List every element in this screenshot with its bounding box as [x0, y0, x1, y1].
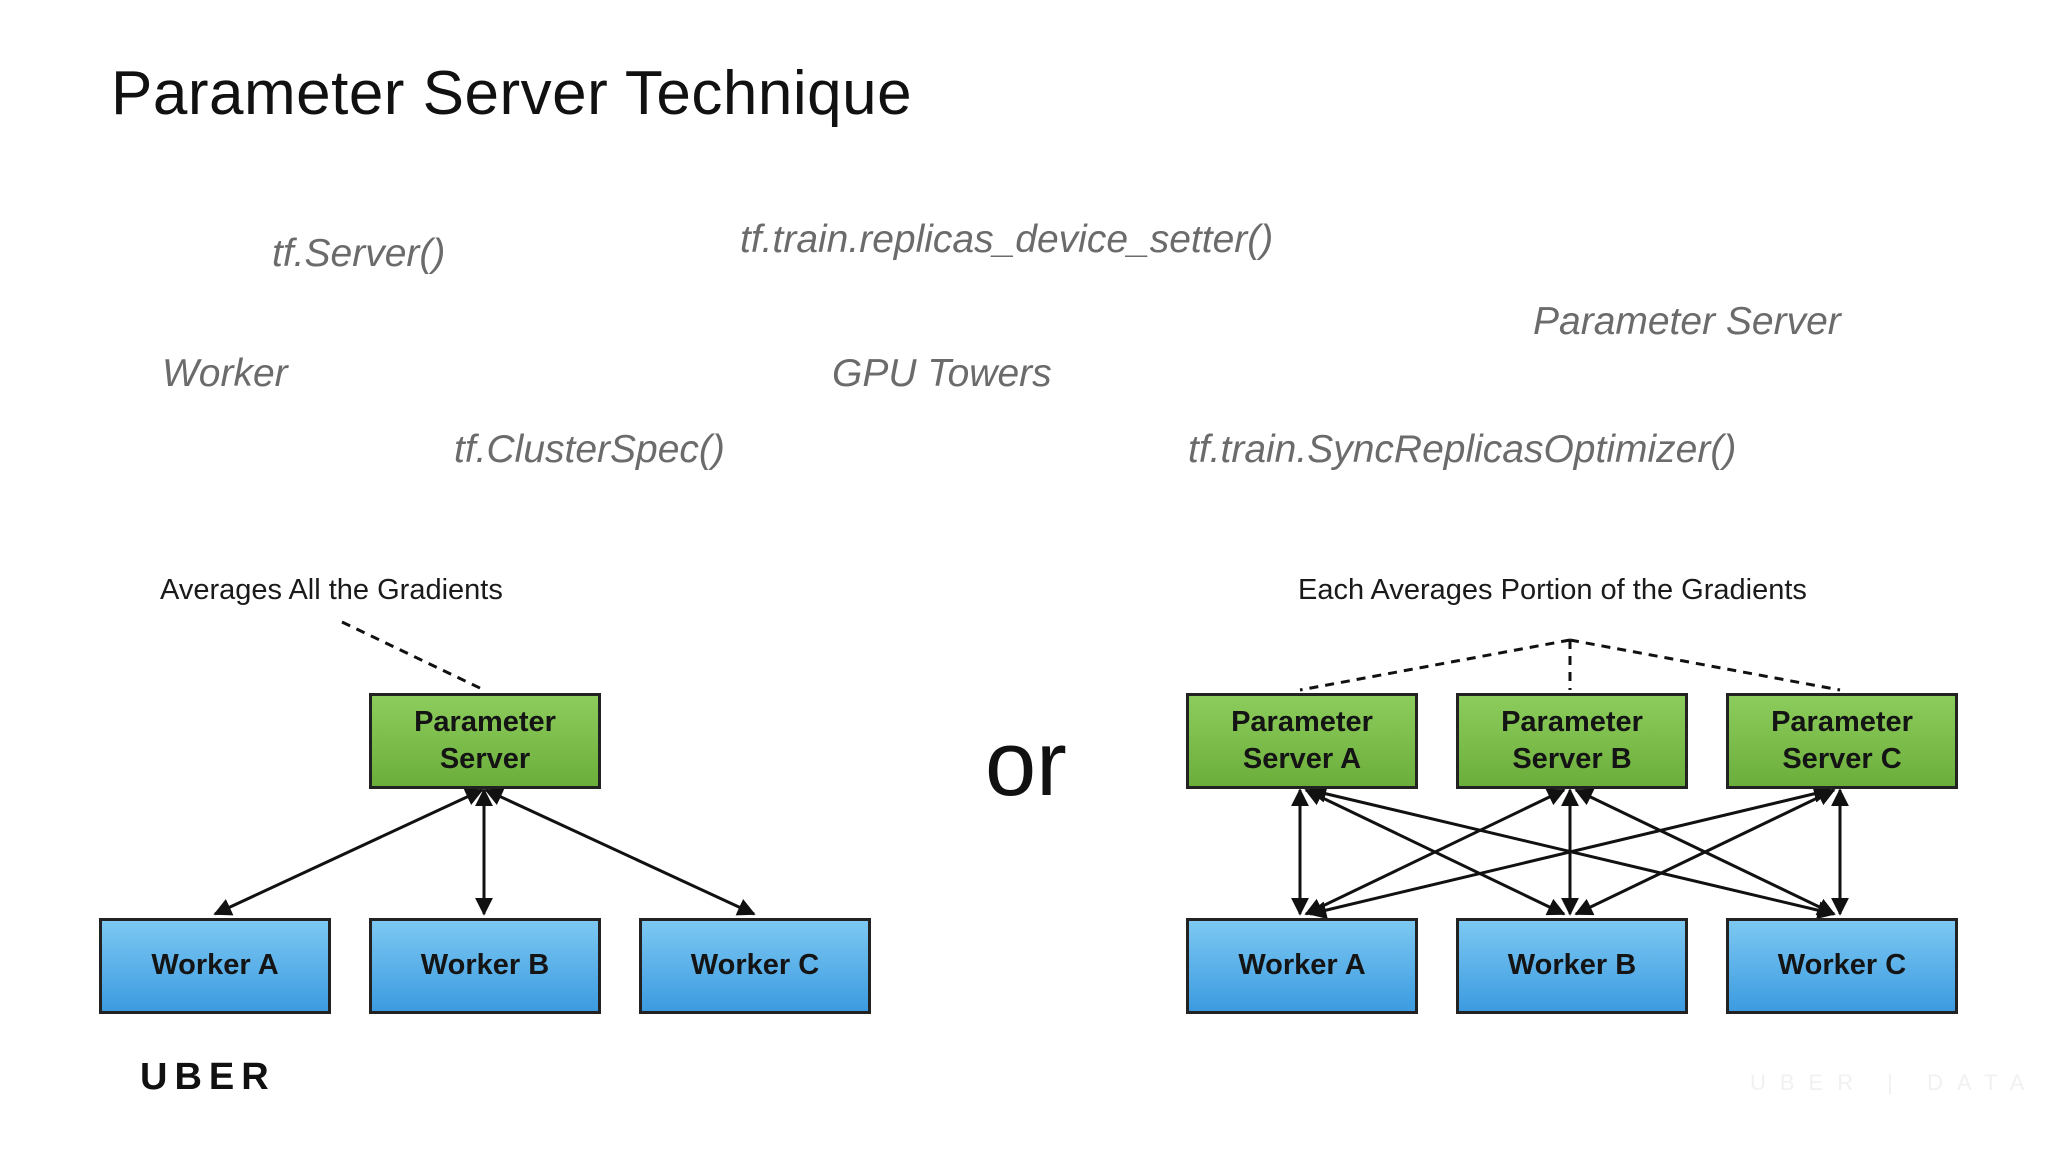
- right-arrow-sc-wb: [1574, 788, 1836, 916]
- right-worker-c-label: Worker C: [1777, 949, 1907, 982]
- uber-data-watermark: UBER | DATA: [1750, 1070, 2039, 1095]
- right-worker-c-box: Worker C: [1726, 918, 1958, 1014]
- right-parameter-server-c-box: Parameter Server C: [1726, 693, 1958, 789]
- right-worker-b-box: Worker B: [1456, 918, 1688, 1014]
- slide-title: Parameter Server Technique: [111, 59, 913, 128]
- right-parameter-server-b-box: Parameter Server B: [1456, 693, 1688, 789]
- left-worker-a-box: Worker A: [99, 918, 331, 1014]
- right-parameter-server-a-box: Parameter Server A: [1186, 693, 1418, 789]
- right-parameter-server-a-label: Parameter Server A: [1231, 705, 1373, 775]
- left-parameter-server-box: Parameter Server: [369, 693, 601, 789]
- right-caption-dashed-line-c: [1569, 638, 1841, 692]
- right-worker-b-label: Worker B: [1507, 949, 1637, 982]
- right-caption-dashed-line-a: [1299, 638, 1571, 692]
- left-worker-b-box: Worker B: [369, 918, 601, 1014]
- left-worker-b-label: Worker B: [420, 949, 550, 982]
- left-worker-c-label: Worker C: [690, 949, 820, 982]
- left-arrow-c: [484, 788, 756, 916]
- keyword-cluster-spec: tf.ClusterSpec(): [454, 428, 725, 471]
- keyword-sync-replicas-optimizer: tf.train.SyncReplicasOptimizer(): [1188, 428, 1737, 471]
- uber-logo: UBER: [140, 1056, 276, 1098]
- right-worker-a-box: Worker A: [1186, 918, 1418, 1014]
- keyword-gpu-towers: GPU Towers: [832, 352, 1052, 395]
- left-caption-dashed-line: [341, 620, 485, 692]
- keyword-tf-server: tf.Server(): [272, 232, 446, 275]
- left-worker-a-label: Worker A: [151, 949, 279, 982]
- keyword-replicas-device-setter: tf.train.replicas_device_setter(): [740, 218, 1274, 261]
- right-parameter-server-b-label: Parameter Server B: [1501, 705, 1643, 775]
- right-worker-a-label: Worker A: [1238, 949, 1366, 982]
- left-diagram-caption: Averages All the Gradients: [160, 574, 503, 606]
- left-worker-c-box: Worker C: [639, 918, 871, 1014]
- left-arrow-a: [213, 788, 484, 916]
- keyword-parameter-server: Parameter Server: [1533, 300, 1841, 343]
- right-diagram-caption: Each Averages Portion of the Gradients: [1298, 574, 1807, 606]
- right-parameter-server-c-label: Parameter Server C: [1771, 705, 1913, 775]
- left-parameter-server-label: Parameter Server: [414, 705, 556, 775]
- or-separator: or: [985, 713, 1067, 815]
- keyword-worker: Worker: [162, 352, 288, 395]
